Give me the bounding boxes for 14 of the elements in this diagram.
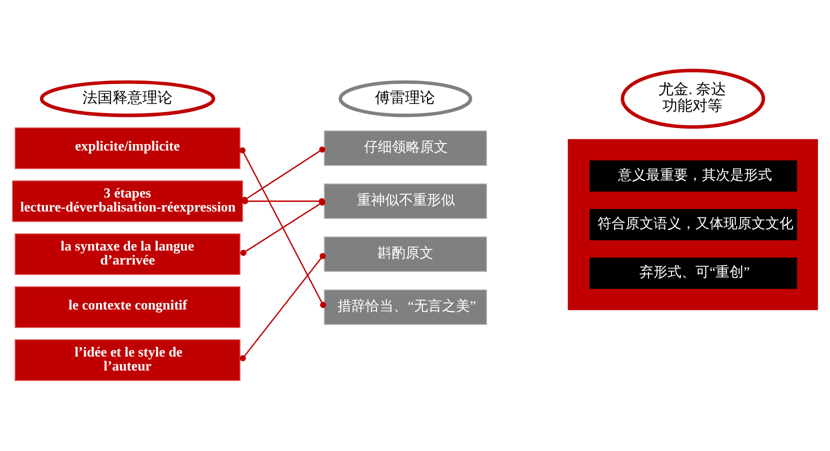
node-box: 意义最重要，其次是形式 符合原文语义，又体现原文文化 弃形式、可“重创” [568,139,818,310]
node-ellipse: 法国释意理论 [40,80,216,118]
node-box: le contexte congnitif [14,286,240,328]
node-box: 重神似不重形似 [324,183,488,219]
connector [240,253,326,362]
node-box: 措辞恰当、“无言之美” [324,289,488,325]
node-box: 仔细领略原文 [324,130,488,166]
node-ellipse: 傅雷理论 [338,80,472,118]
node-box: 3 étapes lecture-déverbalisation-réexpression [12,180,244,222]
node-box: explicite/implicite [14,127,240,170]
node-ellipse: 尤金. 奈达 功能对等 [620,68,766,129]
node-box: 斟酌原文 [324,236,488,272]
node-box: la syntaxe de la langue d’arrivée [14,233,240,276]
node-box: l’idée et le style de l’auteur [14,339,240,381]
